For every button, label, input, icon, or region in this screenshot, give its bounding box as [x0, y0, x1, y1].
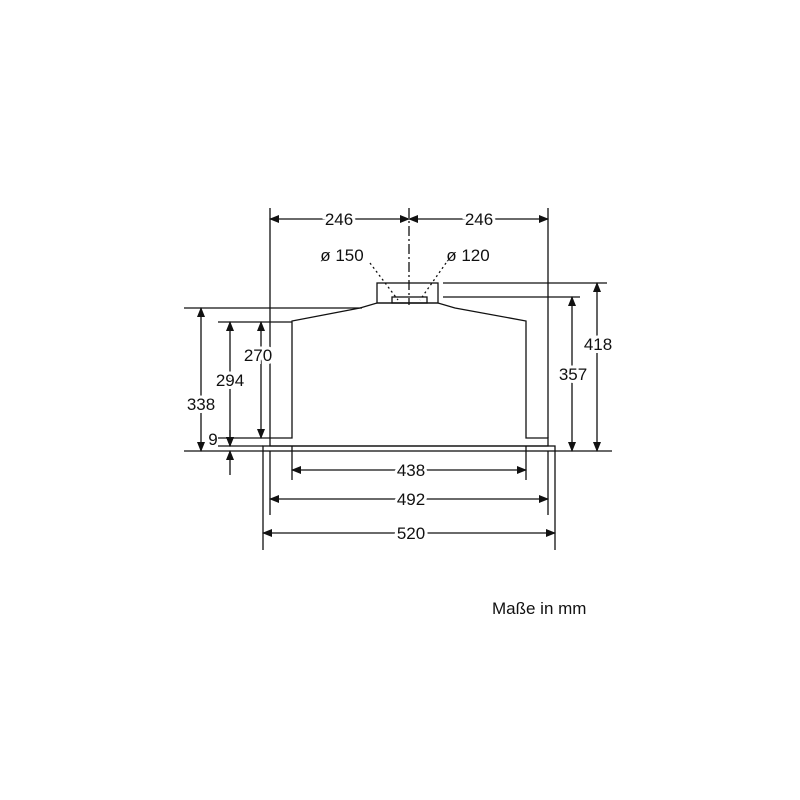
leader-dia-150 — [369, 262, 399, 301]
label-492: 492 — [397, 490, 425, 509]
leader-dia-120 — [419, 262, 447, 301]
label-520: 520 — [397, 524, 425, 543]
hood-body-outline — [269, 302, 549, 447]
label-357: 357 — [559, 365, 587, 384]
label-270: 270 — [244, 346, 272, 365]
bottom-plate — [262, 445, 556, 452]
label-338: 338 — [187, 395, 215, 414]
label-246-left: 246 — [325, 210, 353, 229]
label-246-right: 246 — [465, 210, 493, 229]
label-294: 294 — [216, 371, 244, 390]
label-dia-120: ø 120 — [446, 246, 489, 265]
label-9: 9 — [208, 430, 217, 449]
label-438: 438 — [397, 461, 425, 480]
label-418: 418 — [584, 335, 612, 354]
duct-collar — [376, 282, 439, 304]
label-dia-150: ø 150 — [320, 246, 363, 265]
unit-note: Maße in mm — [492, 599, 587, 618]
